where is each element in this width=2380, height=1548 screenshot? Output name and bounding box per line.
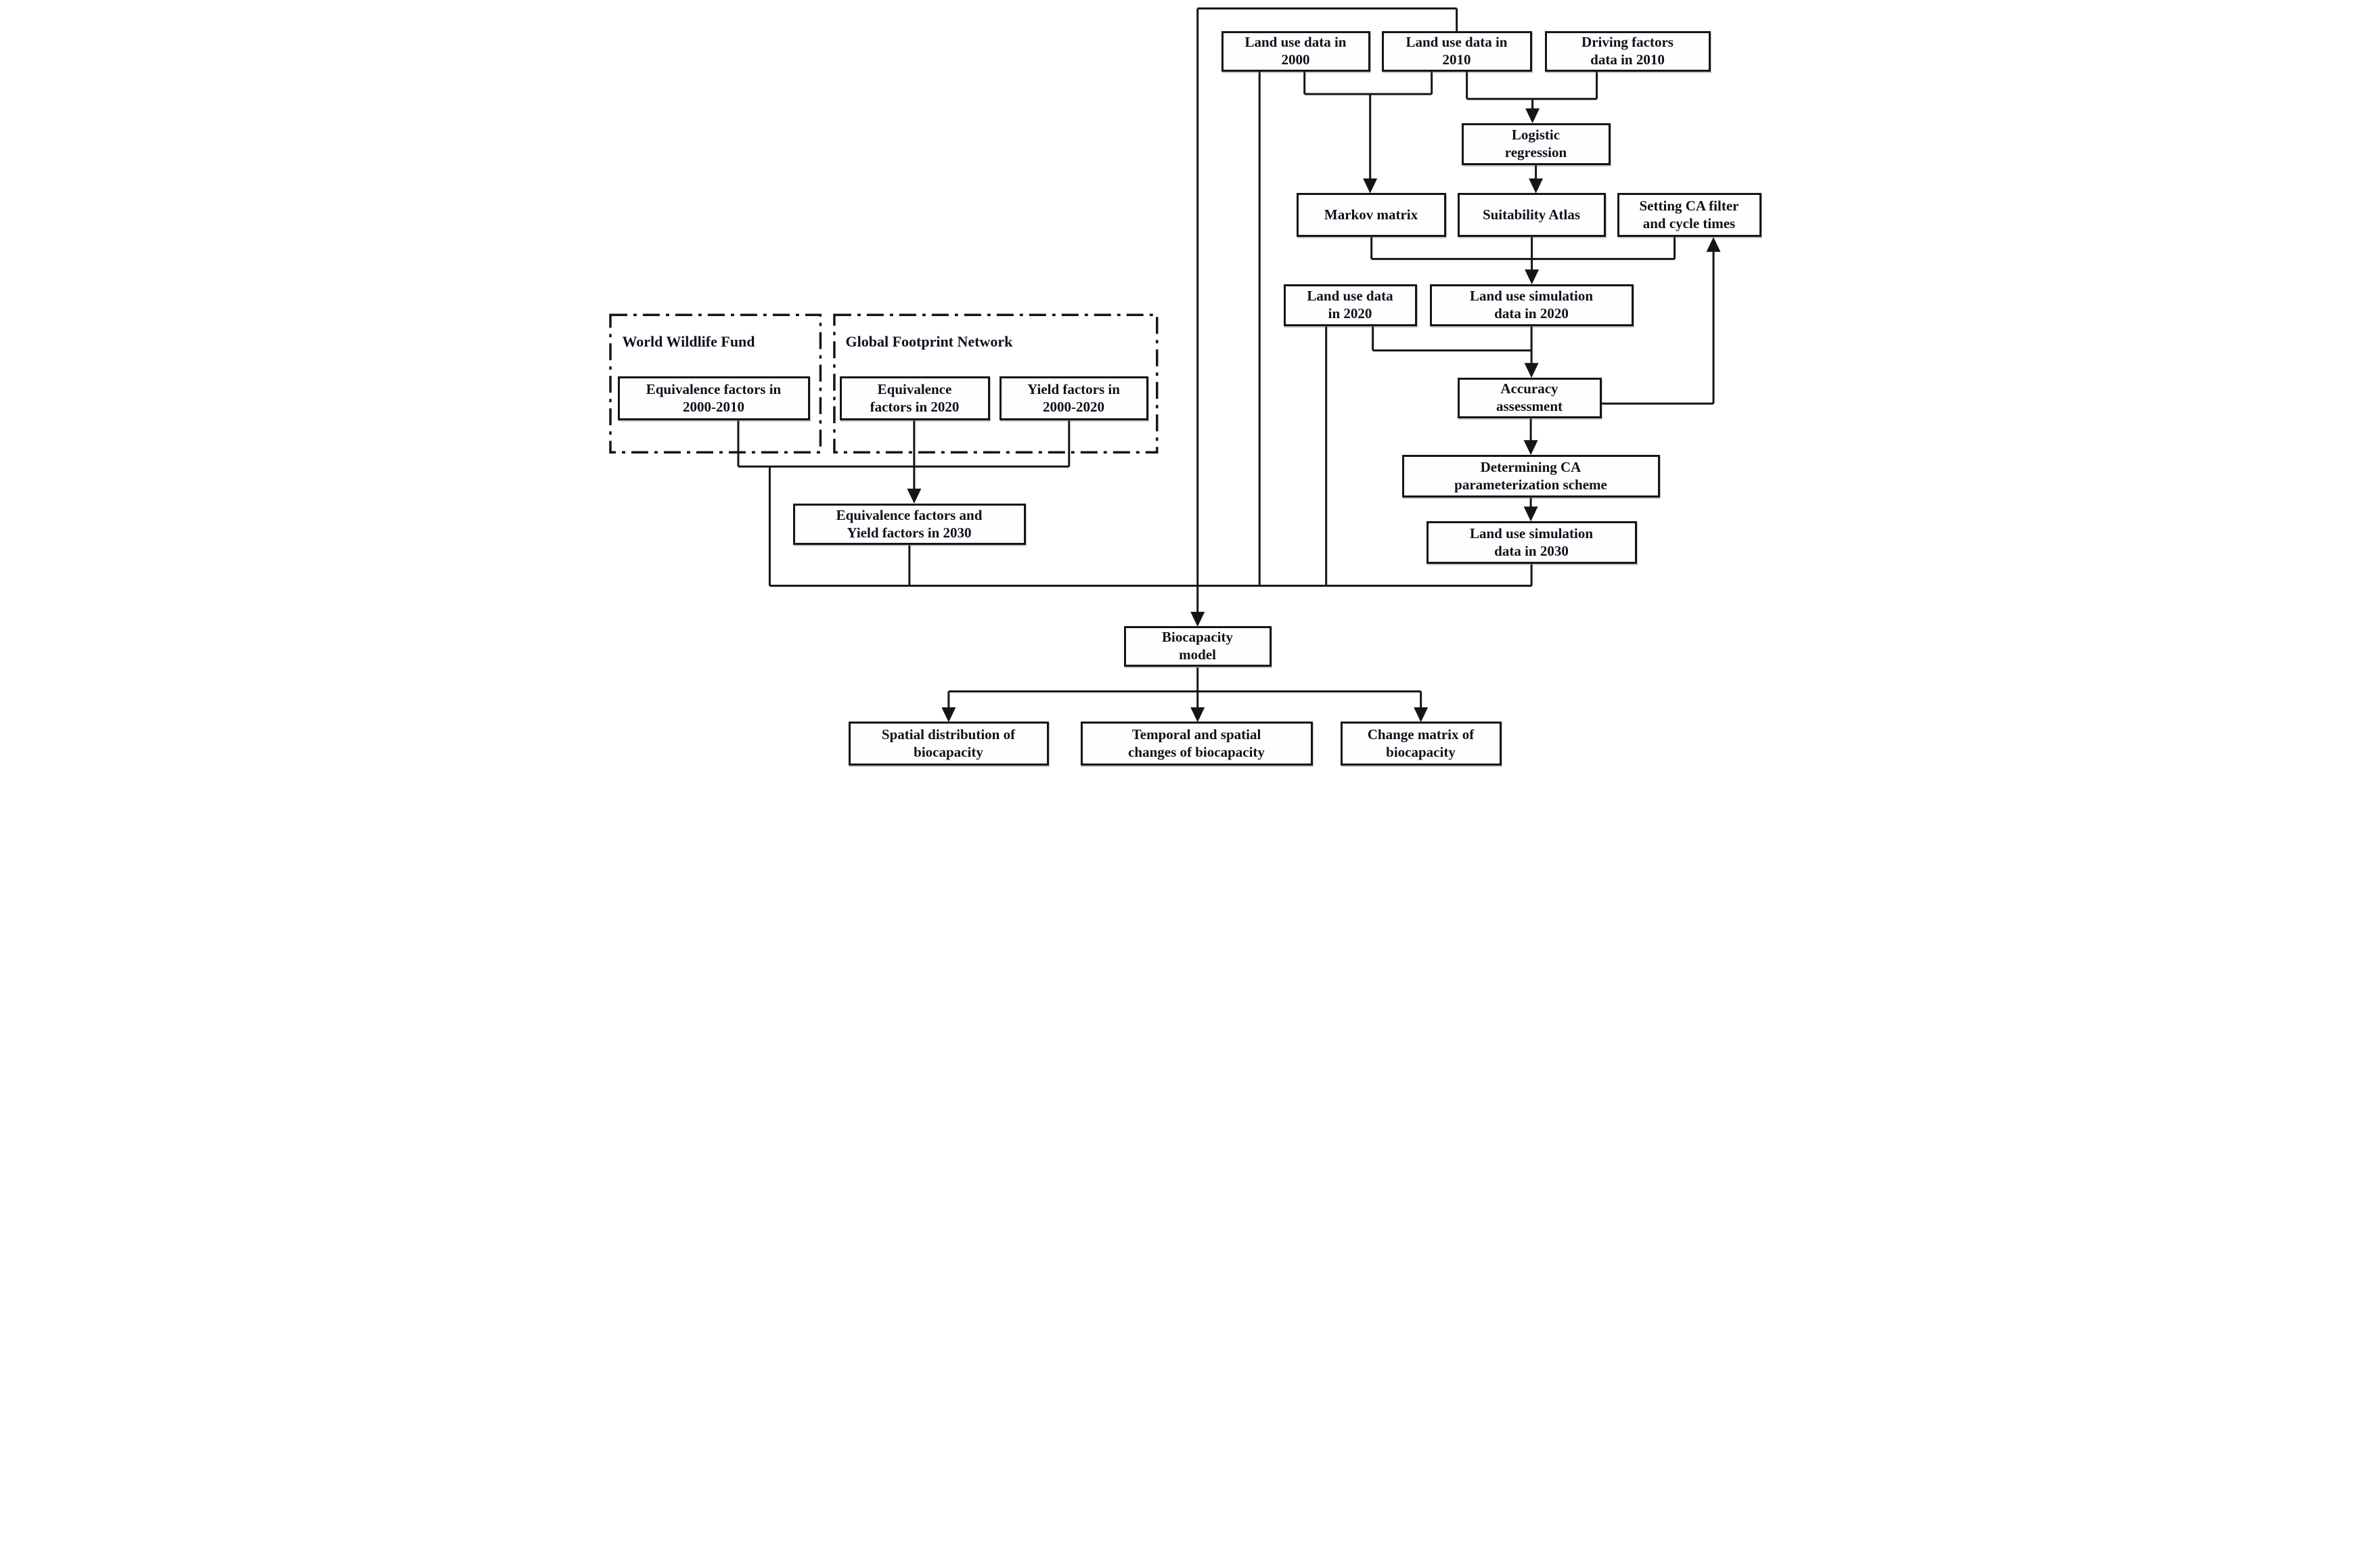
node-biocapacity-model: Biocapacity model	[1123, 626, 1272, 667]
node-driving-factors-data-2010: Driving factors data in 2010	[1544, 31, 1711, 72]
node-accuracy-assessment: Accuracy assessment	[1457, 378, 1602, 418]
node-setting-ca-filter: Setting CA filter and cycle times	[1617, 193, 1761, 237]
group-label-world-wildlife-fund: World Wildlife Fund	[622, 333, 755, 350]
node-equivalence-factors-2000-2010: Equivalence factors in 2000-2010	[617, 376, 810, 420]
node-markov-matrix: Markov matrix	[1296, 193, 1446, 237]
connector-lines	[608, 7, 1721, 722]
node-suitability-atlas: Suitability Atlas	[1457, 193, 1606, 237]
node-equivalence-yield-factors-2030: Equivalence factors and Yield factors in…	[792, 504, 1026, 545]
node-land-use-data-2000: Land use data in 2000	[1221, 31, 1370, 72]
arrowheads	[906, 108, 1721, 722]
node-change-matrix-biocapacity: Change matrix of biocapacity	[1340, 722, 1502, 766]
node-land-use-data-2020: Land use data in 2020	[1283, 284, 1417, 326]
node-yield-factors-2000-2020: Yield factors in 2000-2020	[999, 376, 1148, 420]
node-logistic-regression: Logistic regression	[1461, 123, 1611, 165]
node-land-use-simulation-2020: Land use simulation data in 2020	[1429, 284, 1634, 326]
node-equivalence-factors-2020: Equivalence factors in 2020	[839, 376, 990, 420]
node-spatial-distribution-biocapacity: Spatial distribution of biocapacity	[848, 722, 1049, 766]
node-determining-ca-parameterization: Determining CA parameterization scheme	[1401, 455, 1660, 497]
flowchart-canvas: World Wildlife Fund Global Footprint Net…	[595, 0, 1785, 774]
node-temporal-spatial-changes-biocapacity: Temporal and spatial changes of biocapac…	[1080, 722, 1313, 766]
node-land-use-simulation-2030: Land use simulation data in 2030	[1426, 521, 1637, 564]
group-label-global-footprint-network: Global Footprint Network	[845, 333, 1013, 350]
node-land-use-data-2010: Land use data in 2010	[1381, 31, 1532, 72]
